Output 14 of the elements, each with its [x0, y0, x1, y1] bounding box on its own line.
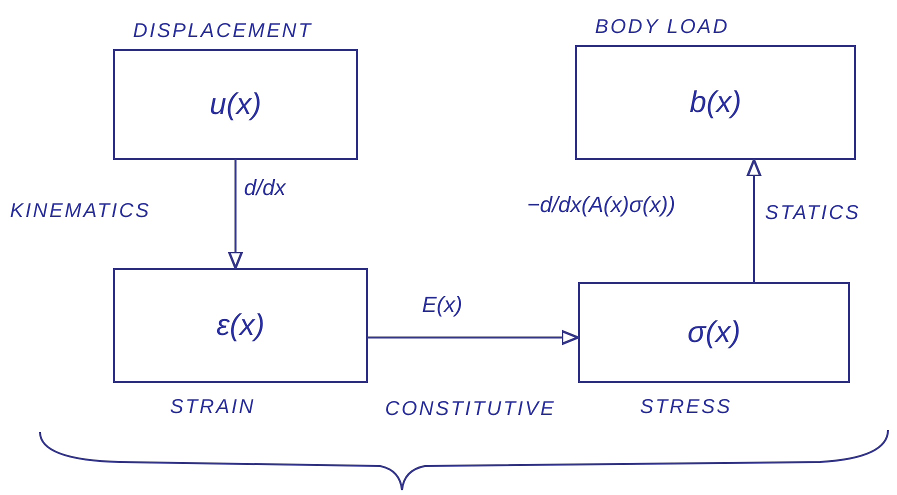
annotation-text: STATICS	[765, 202, 860, 225]
math-label: u(x)	[210, 88, 262, 122]
math-label: σ(x)	[687, 316, 741, 350]
annotation-text: KINEMATICS	[10, 200, 151, 223]
arrow	[368, 330, 580, 346]
arrow	[228, 160, 244, 270]
heading-text: BODY LOAD	[595, 16, 730, 39]
heading-text: DISPLACEMENT	[133, 20, 313, 43]
math-label: ε(x)	[216, 308, 265, 342]
math-label: b(x)	[690, 86, 742, 120]
caption-text: STRESS	[640, 396, 732, 419]
caption-text: STRAIN	[170, 396, 256, 419]
annotation-text: CONSTITUTIVE	[385, 398, 556, 421]
arrow	[746, 158, 762, 282]
